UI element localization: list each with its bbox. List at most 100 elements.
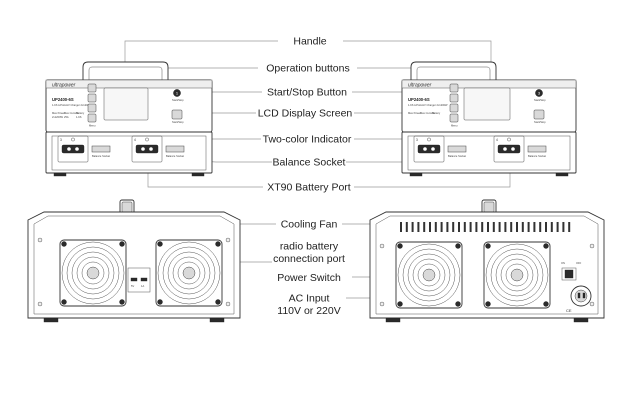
cooling-fan [395,241,463,309]
spec-label: Battery [432,111,441,115]
vent-slot [545,222,547,232]
vent-slot [400,222,402,232]
balance-socket [527,145,547,153]
vent-slot [510,222,513,232]
start-stop-button[interactable] [535,89,543,97]
spec-value: 1-6S [76,115,82,119]
second-start-stop-button[interactable] [533,109,545,120]
power-switch[interactable]: ON OFF [561,261,582,281]
label-balance-socket: Balance Socket [273,157,346,169]
vent-slot [446,222,449,232]
vent-slot [521,222,524,232]
label-operation-buttons: Operation buttons [266,63,349,75]
ac-input [570,285,592,307]
vent-slot [533,222,536,232]
model-text: UP2400-6S [408,97,430,102]
menu-label: Menu [89,124,96,128]
vent-slot [498,222,501,232]
model-subtitle: 1-6S LiPo/LiHV Charger 2x1200W [408,103,448,107]
start-stop-caption: Start/Stop [172,120,184,124]
operation-buttons[interactable] [449,83,459,123]
operation-buttons[interactable] [87,83,97,123]
vent-slot [405,222,408,232]
label-ac-input-1: AC Input [289,293,330,305]
balance-socket-caption: Balance Socket [92,154,110,158]
label-two-color-indicator: Two-color Indicator [263,134,352,146]
vent-slot [492,222,495,232]
switch-off-label: OFF [576,261,582,265]
port-caption: 1A [141,284,144,288]
vent-slot [469,222,472,232]
vent-slot [440,222,443,232]
spec-label: Max Power [408,111,421,115]
xt90-battery-port [417,144,441,154]
lcd-screen [103,87,149,121]
two-color-indicator [71,137,75,142]
spec-label: Max Power [52,111,65,115]
start-stop-caption: Start/Stop [534,98,546,102]
vent-slot [556,222,559,232]
label-radio-battery-port-2: connection port [273,253,345,265]
radio-battery-port: 5V 1A [127,267,151,293]
brand-logo: ultrapower [52,83,76,89]
start-stop-caption: Start/Stop [172,98,184,102]
vent-slot [527,222,530,232]
two-color-indicator [507,137,511,142]
certification-mark: CE [566,308,572,313]
cooling-fan [155,239,223,307]
port-number: 3 [416,138,418,142]
screws [37,237,231,307]
lcd-screen [463,87,511,121]
balance-socket-caption: Balance Socket [448,154,466,158]
menu-label: Menu [451,124,458,128]
vent-slot [423,222,426,232]
start-stop-badge-number: 1 [176,90,179,95]
spec-label: Max Current [420,111,435,115]
vent-slot [434,222,437,232]
vent-slots [400,222,571,232]
label-start-stop-button: Start/Stop Button [267,87,347,99]
label-radio-battery-port-1: radio battery [280,241,339,253]
callout-labels: Handle Operation buttons Start/Stop Butt… [258,36,353,318]
vent-slot [504,222,507,232]
balance-socket-caption: Balance Socket [528,154,546,158]
vent-slot [539,222,542,232]
port-number: 3 [60,138,62,142]
vent-slot [516,222,518,232]
second-start-stop-button[interactable] [171,109,183,120]
label-lcd-display-screen: LCD Display Screen [258,108,353,120]
port-number: 4 [496,138,498,142]
two-color-indicator [145,137,149,142]
port-caption: 5V [131,284,134,288]
spec-value: 25A [64,115,69,119]
front-view-right: ultrapower UP2400-6S 1-6S LiPo/LiHV Char… [401,61,577,177]
xt90-battery-port [497,144,521,154]
rear-view-right: ON OFF CE [369,199,605,323]
vent-slot [562,222,565,232]
label-ac-input-2: 110V or 220V [277,305,340,317]
port-number: 4 [134,138,136,142]
front-view-left: ultrapower UP2400-6S 1-6S LiPo/LiHV Char… [45,61,213,177]
two-color-indicator [427,137,431,142]
spec-label: Max Current [64,111,79,115]
brand-logo: ultrapower [408,83,432,89]
balance-socket [447,145,467,153]
vent-slot [550,222,553,232]
label-power-switch: Power Switch [277,272,341,284]
label-cooling-fan: Cooling Fan [281,219,338,231]
model-subtitle: 1-6S LiPo/LiHV Charger 2x1200W [52,103,92,107]
switch-on-label: ON [561,261,565,265]
spec-label: Battery [76,111,85,115]
label-xt90-battery-port: XT90 Battery Port [267,182,351,194]
vent-slot [429,222,431,232]
vent-slot [568,222,571,232]
screws [379,243,595,307]
cooling-fan [483,241,551,309]
vent-slot [475,222,478,232]
vent-slot [452,222,455,232]
start-stop-button[interactable] [173,89,181,97]
start-stop-badge-number: 3 [538,90,541,95]
start-stop-caption: Start/Stop [534,120,546,124]
vent-slot [463,222,466,232]
